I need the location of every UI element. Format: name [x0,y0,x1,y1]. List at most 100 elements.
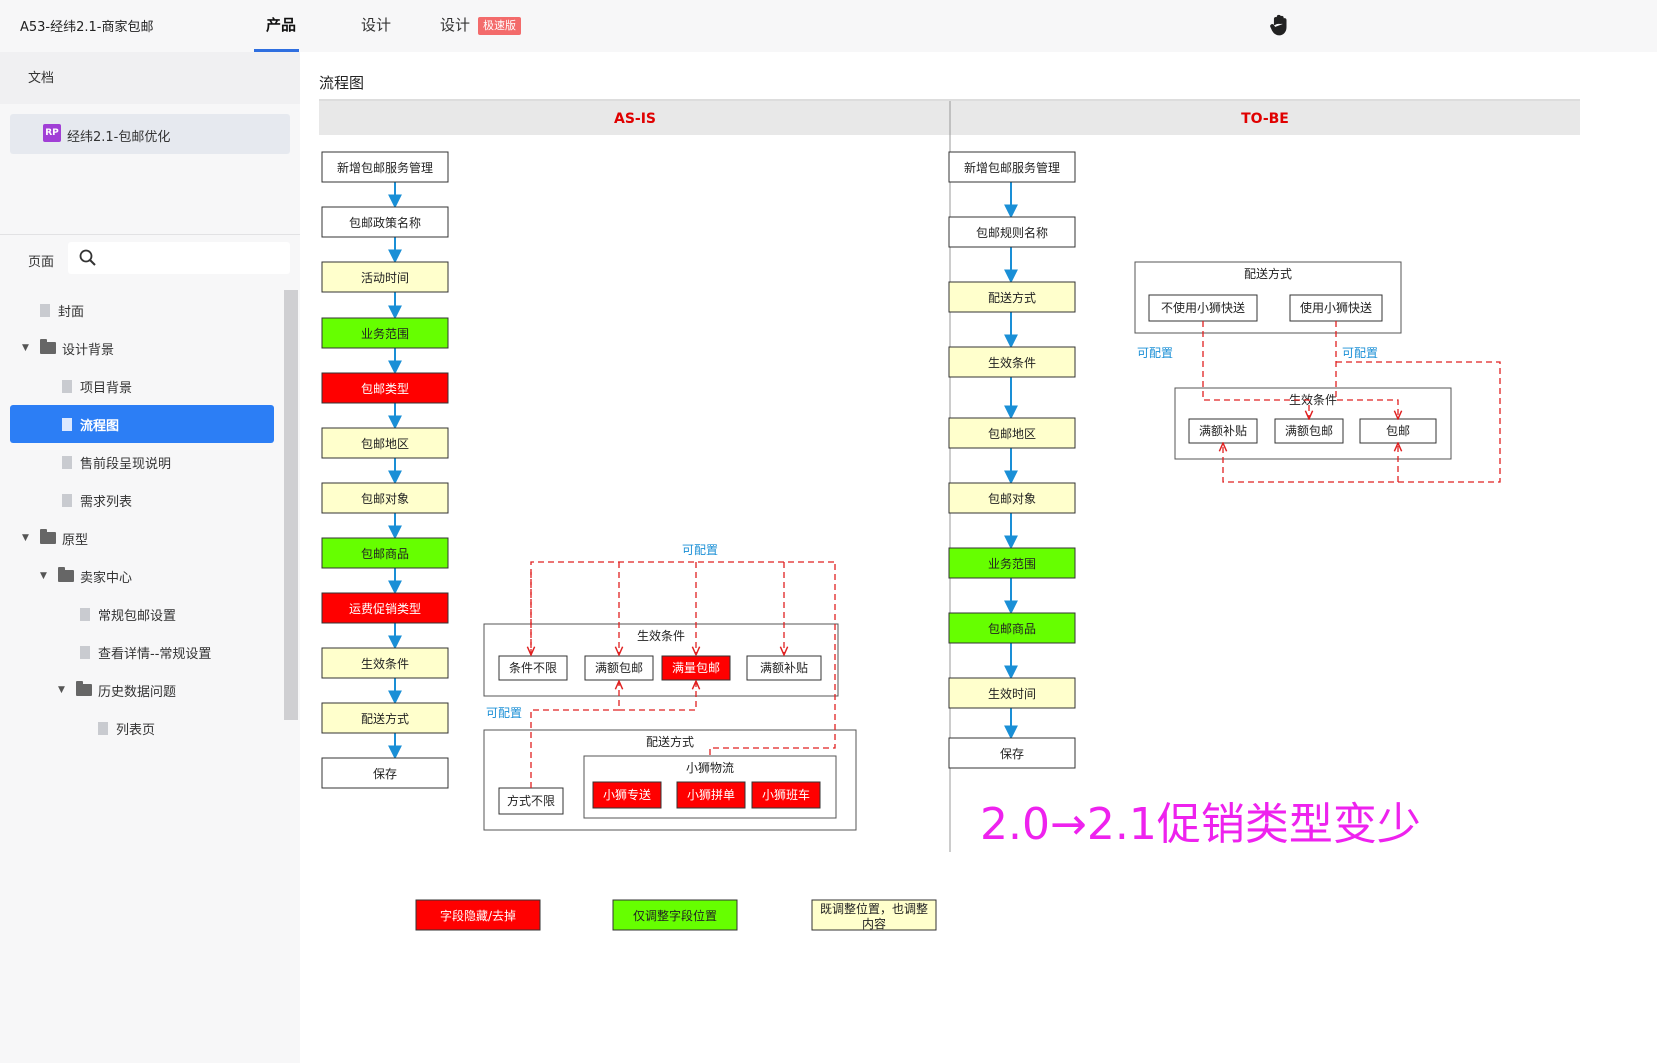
as-is-delivery-group: 配送方式 方式不限 小狮物流 小狮专送 小狮拼单 小狮班车 [483,729,857,831]
tree-item-list-page[interactable]: 列表页 [98,709,280,747]
as-is-step-label: 包邮地区 [361,437,409,451]
app-title: A53-经纬2.1-商家包邮 [20,20,154,35]
page-icon [98,721,108,735]
as-is-step-label: 运费促销类型 [349,602,421,616]
sidebar-scrollbar[interactable] [284,290,298,720]
as-is-step-box [321,702,449,734]
hand-icon[interactable] [1267,12,1293,38]
subgroup-title: 小狮物流 [686,761,734,775]
to-be-step-label: 保存 [1000,747,1024,761]
tree-item-label: 项目背景 [80,380,133,396]
group-title: 配送方式 [1244,266,1292,281]
group-title: 配送方式 [646,734,694,749]
option-label: 包邮 [1386,424,1410,438]
main-canvas: 流程图 AS-IS TO-BE [300,52,1657,1063]
as-is-step-label: 生效条件 [361,656,409,671]
tree-item-label: 流程图 [80,418,120,434]
as-is-step-box [321,261,449,293]
as-is-step-box [321,427,449,459]
folder-icon [40,529,56,544]
page-icon [62,493,72,507]
to-be-header [950,101,1580,135]
option-label: 条件不限 [509,661,557,675]
as-is-step-box [321,482,449,514]
folder-icon [40,339,56,354]
top-bar: A53-经纬2.1-商家包邮 产品 设计 设计 极速版 [0,0,1657,52]
tree-item-regular-settings[interactable]: 常规包邮设置 [80,595,280,633]
option-label: 满额补贴 [1199,424,1247,438]
to-be-step-box [948,737,1076,769]
divider [0,234,300,235]
option-label: 小狮班车 [762,787,810,802]
to-be-step-box [948,482,1076,514]
as-is-condition-group: 生效条件 条件不限 满额包邮 满量包邮 满额补贴 [483,623,839,697]
page-icon [40,303,50,317]
option-label: 满额包邮 [1285,424,1333,438]
page-icon [62,455,72,469]
tree-item-project-background[interactable]: 项目背景 [62,367,280,405]
option-label: 方式不限 [507,793,555,808]
legend-label: 仅调整字段位置 [633,908,717,923]
to-be-step-box [948,547,1076,579]
legend-item-moved-changed [811,899,937,931]
tree-folder-history[interactable]: ▼ 历史数据问题 [58,671,280,709]
to-be-step-label: 生效时间 [988,686,1036,701]
to-be-step-label: 包邮对象 [988,492,1036,506]
option-label: 满额补贴 [760,661,808,675]
as-is-step-box [321,151,449,183]
change-annotation: 2.0→2.1促销类型变少 [980,799,1421,850]
to-be-step-box [948,612,1076,644]
project-label: 经纬2.1-包邮优化 [67,130,171,145]
legend-item-hidden [415,899,541,931]
fast-badge: 极速版 [478,17,521,35]
caret-down-icon[interactable]: ▼ [22,343,29,353]
folder-icon [76,681,92,696]
tree-item-label: 历史数据问题 [98,684,177,700]
tree-item-label: 常规包邮设置 [98,608,177,624]
tree-item-label: 设计背景 [62,342,115,358]
tree-item-label: 原型 [62,532,89,548]
as-is-step-box [321,372,449,404]
rp-icon: RP [43,124,61,142]
tree-folder-prototype[interactable]: ▼ 原型 [22,519,280,557]
tab-design-fast[interactable]: 设计 [440,16,471,34]
to-be-config-connectors [1202,321,1501,483]
tree-folder-design-background[interactable]: ▼ 设计背景 [22,329,280,367]
to-be-step-label: 包邮地区 [988,427,1036,441]
tab-product[interactable]: 产品 [266,16,297,34]
tree-item-presale[interactable]: 售前段呈现说明 [62,443,280,481]
as-is-step-label: 配送方式 [361,711,409,726]
option-label: 小狮拼单 [687,788,735,802]
as-is-step-label: 包邮类型 [361,382,409,396]
to-be-step-label: 生效条件 [988,355,1036,370]
configurable-label: 可配置 [486,706,522,720]
page-icon [62,379,72,393]
tab-design[interactable]: 设计 [361,16,392,34]
group-title: 生效条件 [637,628,685,643]
to-be-title: TO-BE [1241,111,1289,127]
tree-item-requirements[interactable]: 需求列表 [62,481,280,519]
legend-label: 内容 [862,916,886,931]
as-is-step-box [321,757,449,789]
project-item[interactable]: RP 经纬2.1-包邮优化 [10,114,290,154]
caret-down-icon[interactable]: ▼ [22,533,29,543]
docs-label: 文档 [28,71,55,86]
tree-folder-seller-center[interactable]: ▼ 卖家中心 [40,557,280,595]
tree-item-view-details[interactable]: 查看详情--常规设置 [80,633,280,671]
tree-item-flowchart[interactable]: 流程图 [10,405,274,443]
option-label: 使用小狮快送 [1300,300,1372,315]
as-is-step-box [321,647,449,679]
tree-item-cover[interactable]: 封面 [40,291,280,329]
caret-down-icon[interactable]: ▼ [40,571,47,581]
option-label: 满额包邮 [595,661,643,675]
search-icon [79,249,96,266]
as-is-step-label: 包邮对象 [361,492,409,506]
search-input[interactable] [68,242,290,274]
as-is-step-label: 新增包邮服务管理 [337,160,433,175]
to-be-step-label: 配送方式 [988,290,1036,305]
caret-down-icon[interactable]: ▼ [58,685,65,695]
tree-item-label: 需求列表 [80,494,133,510]
tree-item-label: 卖家中心 [80,570,133,586]
legend: 字段隐藏/去掉 仅调整字段位置 既调整位置，也调整 内容 [415,899,937,931]
